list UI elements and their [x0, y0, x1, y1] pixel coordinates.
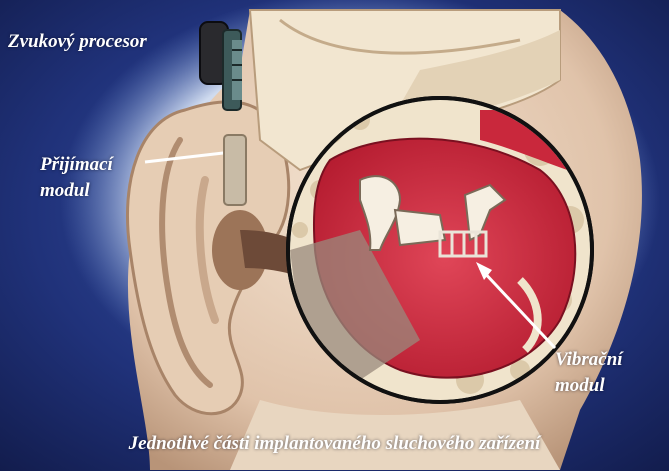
receiver-module-label: Přijímací modul	[40, 152, 113, 204]
vibration-module-label: Vibrační modul	[555, 347, 623, 399]
diagram-caption: Jednotlivé části implantovaného sluchové…	[0, 433, 669, 455]
receiver-module	[224, 135, 246, 205]
receiver-label-line2: modul	[40, 178, 113, 204]
vibration-label-line2: modul	[555, 373, 623, 399]
sound-processor-label: Zvukový procesor	[8, 31, 147, 53]
receiver-label-line1: Přijímací	[40, 152, 113, 178]
vibration-label-line1: Vibrační	[555, 347, 623, 373]
